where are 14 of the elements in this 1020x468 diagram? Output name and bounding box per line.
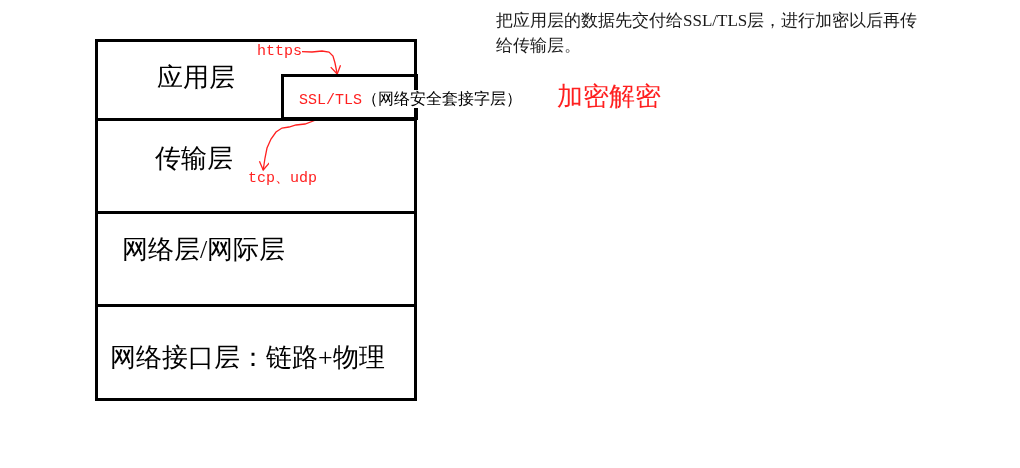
- layer-label: 网络层/网际层: [122, 235, 286, 265]
- layer-box: [95, 211, 417, 307]
- arrow: [258, 119, 317, 171]
- layer-label: 网络接口层：链路+物理: [110, 343, 385, 373]
- layer-label: 应用层: [157, 63, 235, 93]
- arrow: [301, 50, 342, 75]
- annotation-text: 加密解密: [557, 82, 661, 112]
- protocol-label: tcp、udp: [248, 170, 317, 188]
- layer-label: 传输层: [155, 144, 233, 174]
- protocol-name: SSL/TLS: [299, 92, 362, 110]
- layer-box: [95, 118, 417, 214]
- note-text: 把应用层的数据先交付给SSL/TLS层，进行加密以后再传给传输层。: [496, 10, 919, 57]
- layer-box: [95, 304, 417, 401]
- protocol-label: https: [257, 43, 302, 61]
